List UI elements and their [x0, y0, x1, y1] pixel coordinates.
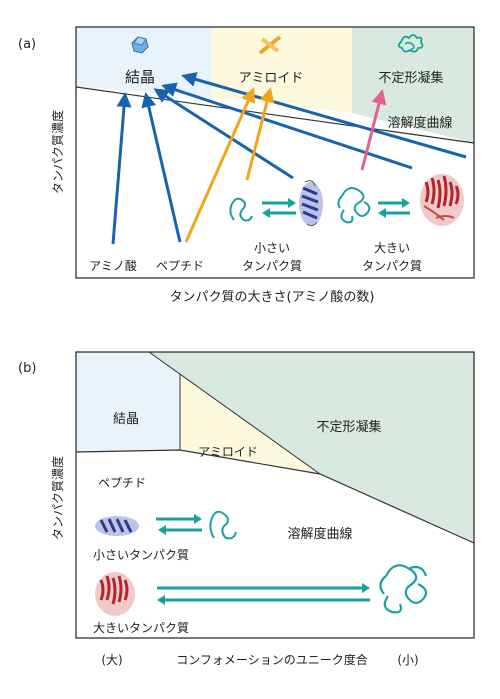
panel-b-x-axis-label: コンフォメーションのユニーク度合: [176, 652, 367, 667]
arrow-peptide-to-crystal: [141, 92, 182, 243]
panel-b-crystal-region: [76, 352, 180, 452]
panel-a-aggregate-region: [352, 27, 474, 143]
panel-a-amyloid-region: [211, 27, 352, 113]
unfolded-chain-large-icon-b: [379, 564, 428, 614]
panel-b-amyloid-aggregate-border: [148, 351, 321, 475]
panel-a-x-axis-label: タンパク質の大きさ(アミノ酸の数): [170, 290, 375, 305]
folded-beta-protein-icon: [299, 180, 323, 227]
large-folded-protein-icon: [420, 174, 464, 226]
arrow-large-protein-to-crystal-2: [181, 72, 467, 159]
panel-b-crystal-label: 結晶: [113, 412, 139, 427]
arrow-large-protein-to-crystal: [161, 82, 413, 170]
panel-a-aggregate-label: 不定形凝集: [378, 70, 443, 86]
panel-a-solubility-label: 溶解度曲線: [387, 115, 452, 131]
aggregate-icon: [397, 34, 424, 53]
panel-b: (b) タンパク質濃度 結晶 アミロイド 不定形凝集 溶解度曲線 ペプチド: [18, 351, 475, 667]
panel-b-aggregate-label: 不定形凝集: [316, 419, 381, 435]
panel-a-small-protein-label-2: タンパク質: [242, 258, 302, 273]
panel-b-peptide-label: ペプチド: [98, 476, 146, 490]
panel-b-x-axis-left: (大): [101, 653, 122, 667]
panel-a-amyloid-label: アミロイド: [239, 71, 304, 86]
equilibrium-arrows-small-b: [156, 514, 202, 535]
large-folded-protein-icon-b: [95, 572, 135, 616]
panel-b-amyloid-label: アミロイド: [198, 445, 258, 459]
panel-b-small-protein-label: 小さいタンパク質: [93, 547, 189, 562]
arrow-small-protein-to-amyloid: [245, 87, 275, 181]
arrow-peptide-to-amyloid: [184, 87, 256, 243]
panel-a-small-protein-label-1: 小さい: [254, 241, 290, 255]
equilibrium-arrows-large: [378, 198, 410, 218]
panel-a-amino-acid-label: アミノ酸: [89, 258, 137, 273]
panel-b-y-axis-label: タンパク質濃度: [50, 456, 65, 540]
equilibrium-arrows-small: [262, 198, 296, 218]
arrow-amino-acid-to-crystal: [111, 92, 132, 245]
panel-a-y-axis-label: タンパク質濃度: [50, 110, 65, 194]
panel-a-peptide-label: ペプチド: [156, 259, 204, 273]
panel-b-solubility-label: 溶解度曲線: [287, 526, 352, 542]
equilibrium-arrows-large-b: [157, 583, 370, 605]
crystal-icon: [131, 36, 149, 54]
panel-b-solubility-curve: [75, 449, 475, 544]
arrow-large-protein-to-aggregate: [360, 89, 387, 171]
unfolded-chain-icon: [229, 197, 253, 222]
panel-a-large-protein-label-2: タンパク質: [362, 258, 422, 273]
unfolded-chain-large-icon: [337, 187, 371, 224]
panel-b-label: (b): [18, 361, 36, 376]
panel-a-crystal-label: 結晶: [125, 68, 155, 86]
panel-a-crystal-region: [76, 27, 211, 97]
folded-beta-protein-icon-b: [95, 516, 139, 536]
panel-b-aggregate-region: [149, 352, 474, 543]
unfolded-chain-icon-b: [209, 510, 237, 540]
amyloid-icon: [258, 35, 282, 55]
panel-a-frame: [75, 26, 475, 279]
panel-a-label: (a): [18, 37, 36, 52]
arrow-small-protein-to-crystal: [153, 88, 294, 180]
panel-a: (a) タンパク質濃度 結晶 アミロイド 不定形凝集 溶解度曲線: [18, 26, 475, 305]
panel-a-large-protein-label-1: 大きい: [374, 241, 410, 255]
panel-b-x-axis-right: (小): [397, 653, 418, 667]
panel-b-frame: [75, 351, 475, 639]
panel-b-large-protein-label: 大きいタンパク質: [93, 620, 189, 635]
